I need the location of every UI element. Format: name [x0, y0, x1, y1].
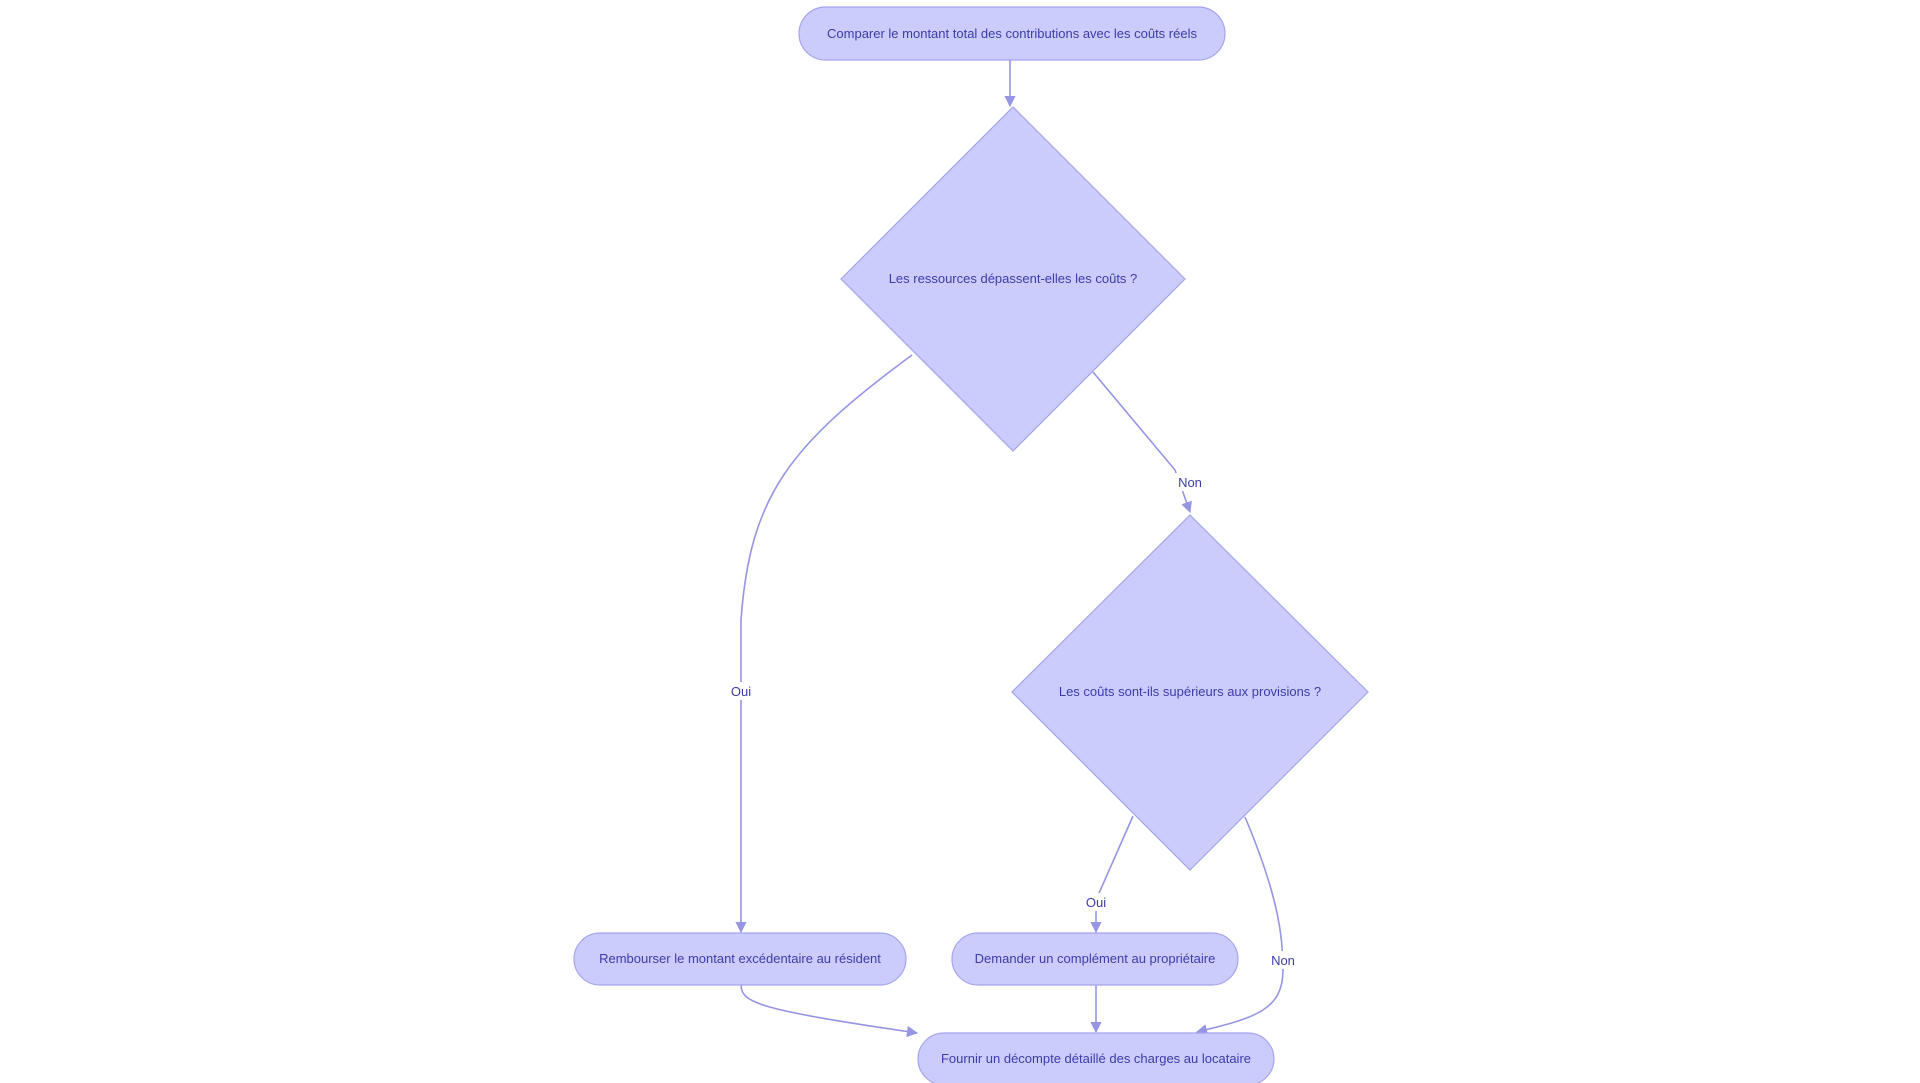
node-request-label: Demander un complément au propriétaire	[975, 951, 1216, 966]
edge-decision2-non	[1195, 816, 1284, 1036]
edge-refund-to-provide	[740, 984, 919, 1038]
node-request: Demander un complément au propriétaire	[951, 932, 1239, 986]
edge-label-d2-non: Non	[1271, 953, 1295, 968]
node-provide-label: Fournir un décompte détaillé des charges…	[941, 1051, 1251, 1066]
edge-label-d1-oui: Oui	[731, 684, 751, 699]
node-compare-label: Comparer le montant total des contributi…	[827, 26, 1197, 41]
edge-decision2-oui	[1090, 815, 1134, 934]
node-refund: Rembourser le montant excédentaire au ré…	[573, 932, 907, 986]
node-compare: Comparer le montant total des contributi…	[798, 6, 1226, 61]
node-decision1: Les ressources dépassent-elles les coûts…	[840, 106, 1186, 452]
node-decision2: Les coûts sont-ils supérieurs aux provis…	[1011, 514, 1369, 871]
edge-decision1-oui	[735, 354, 913, 934]
node-provide: Fournir un décompte détaillé des charges…	[917, 1032, 1275, 1083]
node-refund-label: Rembourser le montant excédentaire au ré…	[599, 951, 881, 966]
edge-label-d2-oui: Oui	[1086, 895, 1106, 910]
node-decision1-label: Les ressources dépassent-elles les coûts…	[889, 271, 1138, 286]
edge-label-d1-non: Non	[1178, 475, 1202, 490]
edges	[735, 60, 1284, 1038]
node-decision2-label: Les coûts sont-ils supérieurs aux provis…	[1059, 684, 1321, 699]
edge-decision1-non	[1092, 371, 1192, 514]
edge-labels: Oui Non Oui Non	[727, 473, 1299, 969]
